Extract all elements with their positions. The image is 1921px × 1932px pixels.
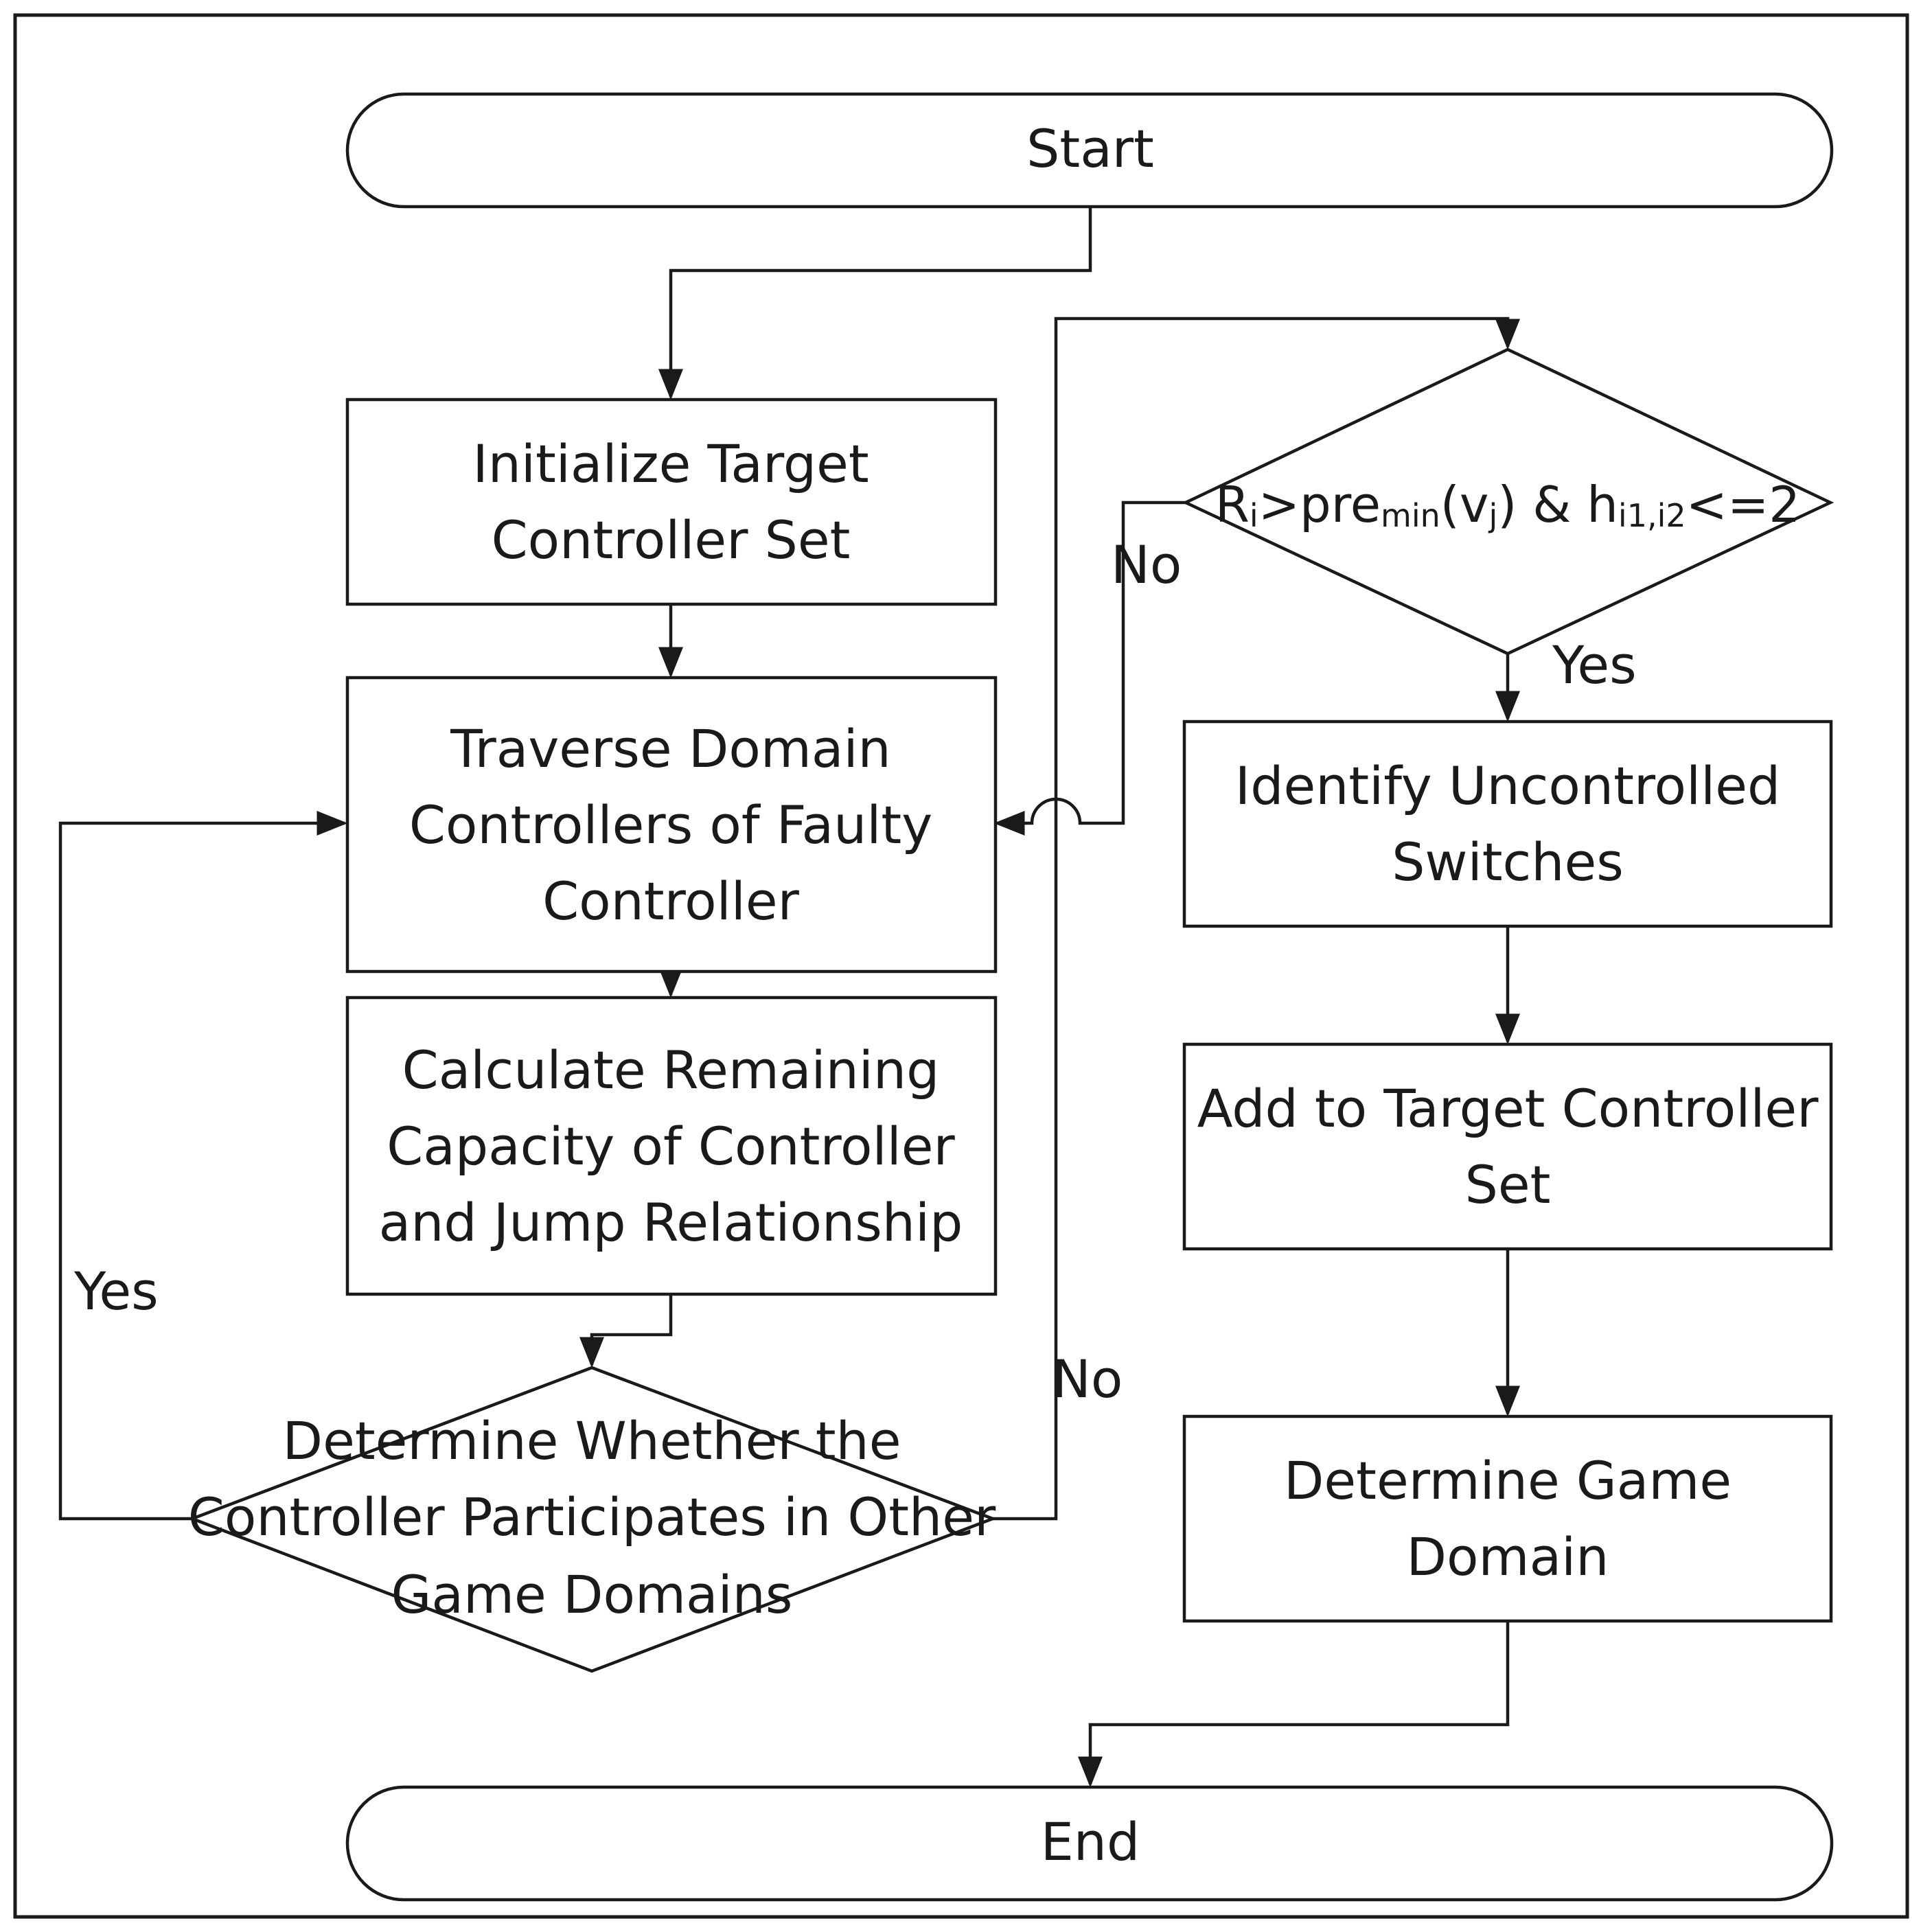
end-terminal: End [345,1785,1834,1902]
label-right-yes: Yes [1552,634,1637,695]
edge-calculate-to-determine [579,1294,673,1368]
label-right-no: No [1111,534,1182,595]
initialize-line-2: Controller Set [492,509,851,571]
start-label: Start [1026,118,1154,179]
determine-game-line-1: Determine Game [1284,1450,1732,1511]
traverse-line-2: Controllers of Faulty [409,794,932,855]
determine-game-line-2: Domain [1407,1526,1609,1587]
identify-uncontrolled-switches-box: Identify Uncontrolled Switches [1182,720,1833,928]
identify-line-1: Identify Uncontrolled [1235,755,1780,816]
add-line-2: Set [1465,1154,1551,1215]
label-left-yes: Yes [73,1261,159,1322]
add-to-target-controller-set-box: Add to Target Controller Set [1182,1042,1833,1251]
identify-line-2: Switches [1392,831,1624,893]
cond-h-sub: i1,i2 [1618,497,1686,534]
cond-gt-pre: >pre [1258,476,1381,533]
edge-condition-no-to-traverse [993,501,1186,836]
calculate-line-3: and Jump Relationship [379,1192,963,1253]
outer-frame [13,13,1909,1919]
calculate-line-1: Calculate Remaining [402,1039,940,1101]
edge-determine-no-to-condition [993,317,1520,1521]
calculate-line-2: Capacity of Controller [387,1116,955,1177]
determine-participation-line-1: Determine Whether the [283,1410,901,1471]
traverse-line-1: Traverse Domain [450,718,890,779]
initialize-target-controller-set-box: Initialize Target Controller Set [345,398,998,606]
cond-R: R [1215,476,1250,533]
traverse-domain-controllers-box: Traverse Domain Controllers of Faulty Co… [345,676,998,974]
determine-participation-line-3: Game Domains [391,1564,793,1625]
traverse-line-3: Controller [542,871,800,932]
cond-v-open: (v [1440,476,1489,533]
determine-game-domain-box: Determine Game Domain [1182,1414,1833,1623]
determine-participation-decision: Determine Whether the Controller Partici… [187,1366,998,1673]
cond-R-sub: i [1250,497,1258,534]
add-line-1: Add to Target Controller [1197,1078,1819,1139]
edge-determine-yes-to-traverse [58,811,348,1521]
calculate-remaining-capacity-box: Calculate Remaining Capacity of Controll… [345,996,998,1296]
edge-gamedomain-to-end [1078,1622,1510,1788]
condition-expression: Ri>premin(vj) & hi1,i2<=2 [1215,476,1800,534]
label-left-no: No [1052,1348,1123,1410]
start-terminal: Start [345,92,1834,209]
determine-participation-line-2: Controller Participates in Other [188,1486,996,1548]
cond-amp-h: ) & h [1497,476,1618,533]
condition-decision: Ri>premin(vj) & hi1,i2<=2 [1182,347,1834,656]
initialize-line-1: Initialize Target [472,433,869,494]
cond-v-sub: j [1488,497,1498,534]
cond-pre-sub: min [1381,497,1440,534]
cond-tail: <=2 [1686,476,1800,533]
edge-start-to-init [658,207,1092,400]
end-label: End [1041,1811,1140,1872]
